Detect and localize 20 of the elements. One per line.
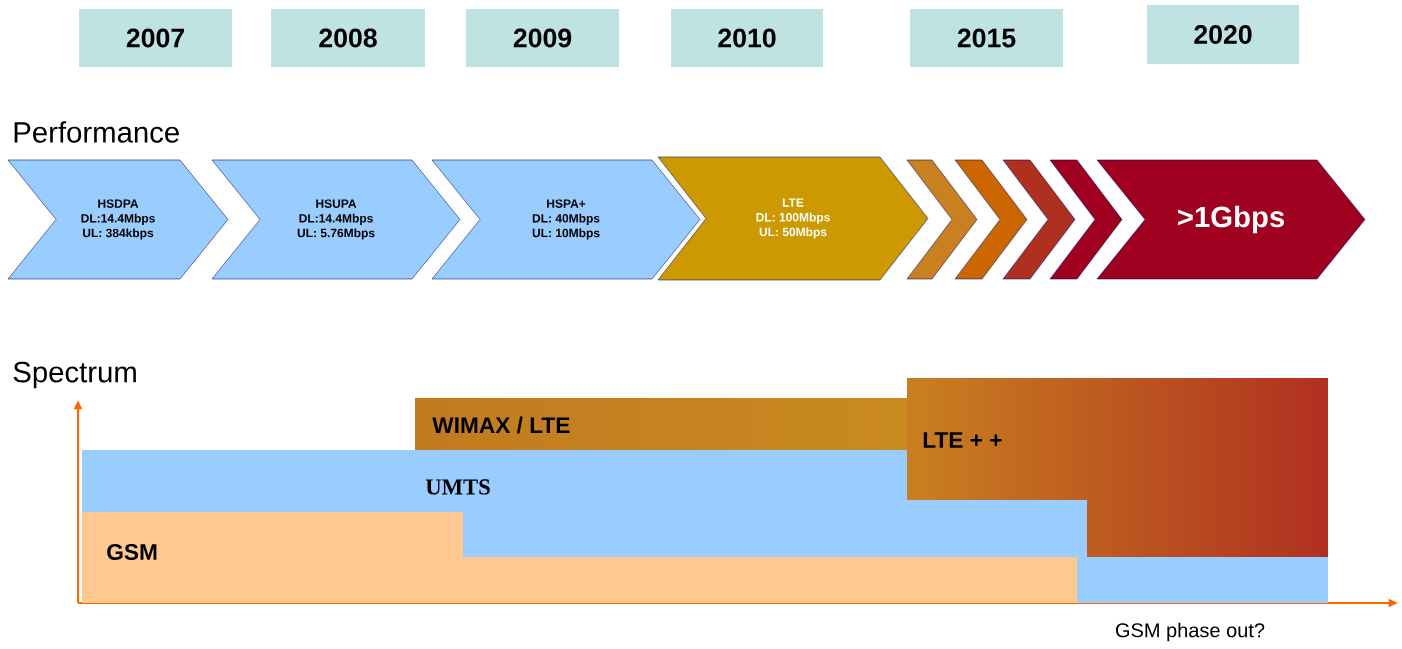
section-heading: Spectrum <box>13 361 136 389</box>
year-box: 2007 <box>79 9 232 67</box>
chevron-step: HSPA+ DL: 40Mbps UL: 10Mbps <box>431 159 701 280</box>
chevron-step <box>1049 159 1123 280</box>
chevron-step: HSUPA DL:14.4Mbps UL: 5.76Mbps <box>211 159 461 280</box>
year-box: 2020 <box>1147 5 1299 64</box>
year-box: 2015 <box>910 9 1063 67</box>
chevron-step: >1Gbps <box>1096 159 1366 280</box>
year-box: 2008 <box>271 9 425 67</box>
axis-note: GSM phase out? <box>1115 622 1265 642</box>
spectrum-band: GSM <box>82 512 1077 603</box>
chevron-step <box>1002 159 1076 280</box>
chevron-step: HSDPA DL:14.4Mbps UL: 384kbps <box>7 159 229 280</box>
spectrum-band: WIMAX / LTE <box>415 398 907 450</box>
section-heading: Performance <box>14 121 179 143</box>
chevron-step <box>954 159 1028 280</box>
year-box: 2010 <box>671 9 823 67</box>
year-box: 2009 <box>466 9 619 67</box>
chevron-step <box>906 159 978 280</box>
chevron-step: LTE DL: 100Mbps UL: 50Mbps <box>657 156 929 281</box>
